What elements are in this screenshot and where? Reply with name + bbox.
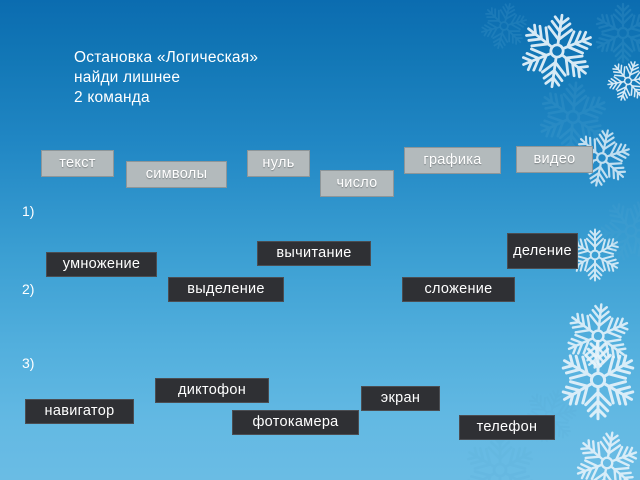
snowflake-top-right-faint-b bbox=[472, 0, 536, 58]
snowflake-right-faint-d bbox=[584, 184, 640, 277]
snowflake-top-right-large bbox=[511, 5, 604, 98]
group-marker-3: 3) bbox=[22, 355, 35, 371]
word-box-3-5[interactable]: телефон bbox=[459, 415, 555, 440]
word-box-1-5[interactable]: графика bbox=[404, 147, 501, 174]
snowflake-top-right-small bbox=[599, 52, 640, 111]
slide-title-line-3: 2 команда bbox=[74, 89, 150, 106]
word-box-3-2[interactable]: диктофон bbox=[155, 378, 269, 403]
group-marker-2: 2) bbox=[22, 281, 35, 297]
word-box-1-1[interactable]: текст bbox=[41, 150, 114, 177]
word-box-1-3[interactable]: нуль bbox=[247, 150, 310, 177]
snowflake-bottom-right-big bbox=[554, 336, 640, 424]
word-box-1-2[interactable]: символы bbox=[126, 161, 227, 188]
word-box-1-4[interactable]: число bbox=[320, 170, 394, 197]
snowflake-bottom-right-low bbox=[566, 422, 640, 480]
word-box-2-5[interactable]: деление bbox=[507, 233, 578, 269]
group-marker-1: 1) bbox=[22, 203, 35, 219]
word-box-2-4[interactable]: сложение bbox=[402, 277, 515, 302]
word-box-2-2[interactable]: выделение bbox=[168, 277, 284, 302]
slide-title: Остановка «Логическая» найди лишнее 2 кома… bbox=[74, 48, 258, 108]
word-box-1-6[interactable]: видео bbox=[516, 146, 593, 173]
snowflake-right-center bbox=[558, 296, 637, 375]
word-box-3-1[interactable]: навигатор bbox=[25, 399, 134, 424]
snowflake-top-right-faint-a bbox=[590, 0, 640, 66]
slide-title-line-2: найди лишнее bbox=[74, 69, 181, 86]
word-box-2-3[interactable]: вычитание bbox=[257, 241, 371, 266]
word-box-2-1[interactable]: умножение bbox=[46, 252, 157, 277]
word-box-3-3[interactable]: фотокамера bbox=[232, 410, 359, 435]
word-box-3-4[interactable]: экран bbox=[361, 386, 440, 411]
slide-title-line-1: Остановка «Логическая» bbox=[74, 49, 259, 66]
